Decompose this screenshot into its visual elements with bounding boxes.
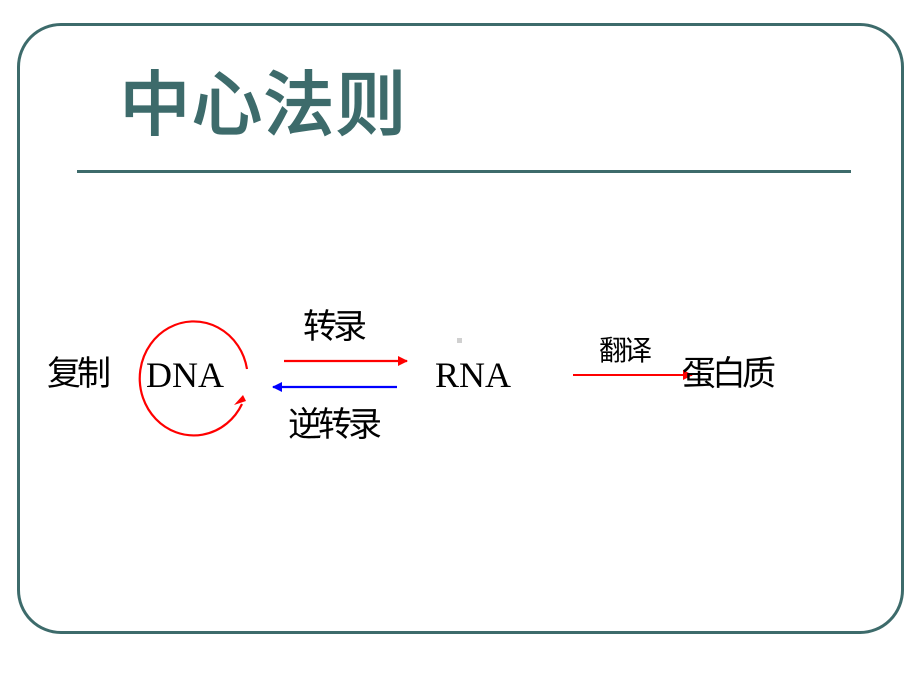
rna-label: RNA (435, 355, 512, 395)
slide-frame (17, 23, 904, 634)
protein-label: 蛋白质 (682, 354, 776, 394)
replication-arrowhead (234, 395, 246, 405)
replication-label: 复制 (47, 354, 111, 394)
slide-title: 中心法则 (120, 64, 408, 146)
dot-mark (457, 338, 462, 343)
reverse-transcription-label: 逆转录 (288, 405, 382, 445)
title-divider (77, 170, 851, 173)
translation-label: 翻译 (599, 334, 652, 367)
dna-label: DNA (146, 355, 224, 395)
replication-cycle-arrow (138, 320, 249, 437)
transcription-label: 转录 (303, 307, 367, 347)
